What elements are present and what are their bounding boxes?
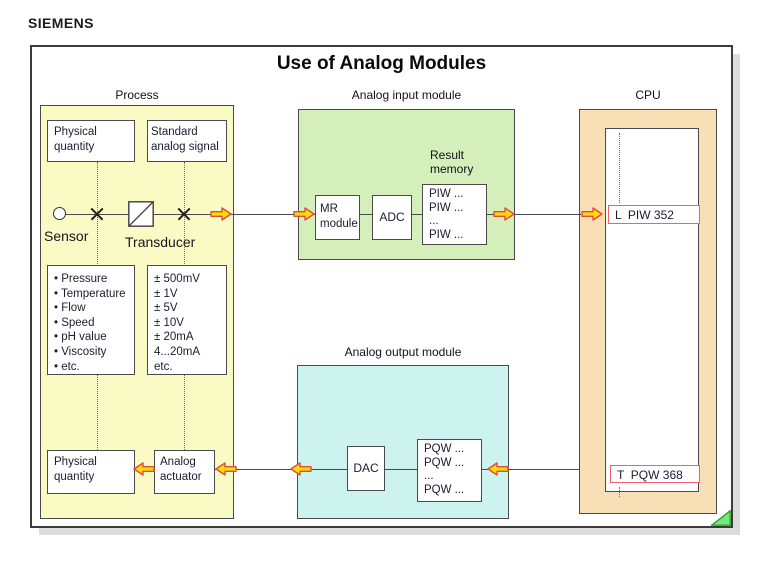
flow-arrow-left-icon [487,462,509,476]
input-module-section-label: Analog input module [351,88,462,102]
transfer-pqw-instruction-box: T PQW 368 [610,465,700,483]
corner-triangle-icon [711,510,731,526]
standard-analog-signal-box: Standard analog signal [147,120,227,162]
piw-result-memory-box: PIW ... PIW ... ... PIW ... [422,184,487,245]
break-cross-icon [176,206,192,222]
sensor-circle-icon [53,207,66,220]
sensor-label: Sensor [44,228,89,244]
page-title: Use of Analog Modules [276,53,487,74]
transducer-symbol-icon [128,201,154,227]
load-piw-instruction-box: L PIW 352 [608,205,700,224]
siemens-logo: SIEMENS [28,15,94,31]
quantities-list-box: • Pressure • Temperature • Flow • Speed … [47,265,135,375]
analog-actuator-box: Analog actuator [154,450,215,494]
result-memory-label: Result memory [430,148,474,176]
cpu-section-label: CPU [635,88,661,102]
flow-arrow-left-icon [290,462,312,476]
pqw-memory-box: PQW ... PQW ... ... PQW ... [417,439,482,502]
flow-arrow-right-icon [493,207,515,221]
adc-box: ADC [372,195,412,240]
flow-arrow-right-icon [210,207,232,221]
dac-box: DAC [347,446,385,491]
flow-arrow-right-icon [581,207,603,221]
flow-arrow-left-icon [133,462,155,476]
diagram-frame: Use of Analog Modules Process Analog inp… [30,45,733,528]
cpu-dotted-line-bottom [619,487,620,497]
cpu-memory-area [605,128,699,492]
flow-arrow-left-icon [215,462,237,476]
physical-quantity-top-box: Physical quantity [47,120,135,162]
output-module-section-label: Analog output module [344,345,462,359]
process-section-label: Process [115,88,159,102]
break-cross-icon [89,206,105,222]
signals-list-box: ± 500mV ± 1V ± 5V ± 10V ± 20mA 4...20mA … [147,265,227,375]
cpu-dotted-line-top [619,133,620,203]
mr-module-box: MR module [315,195,360,240]
flow-arrow-right-icon [293,207,315,221]
physical-quantity-bottom-box: Physical quantity [47,450,135,494]
transducer-label: Transducer [125,234,196,250]
